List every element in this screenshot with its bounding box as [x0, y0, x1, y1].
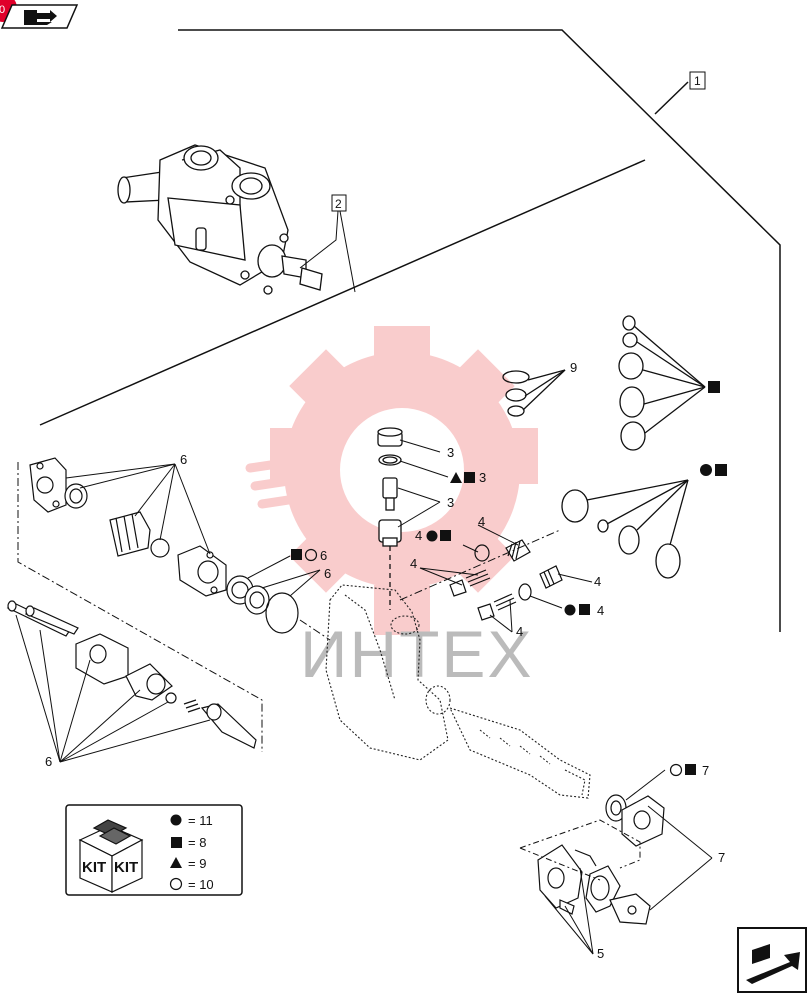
kit-symbol-square-2: [715, 464, 727, 476]
kit-symbol-square-6b: [291, 549, 302, 560]
spool-plug-3: [377, 427, 403, 610]
legend-circle-filled: [170, 814, 182, 826]
kit-symbol-square-7: [685, 764, 696, 775]
spool-cap-assembly-6: [29, 457, 299, 634]
callouts-4-leaders: [419, 524, 593, 633]
callouts-3-leaders: [397, 439, 449, 528]
watermark-gear-logo: [245, 326, 538, 635]
end-cap-centerline: [519, 819, 641, 881]
kit-symbol-square: [708, 381, 720, 393]
legend-square-filled: [171, 837, 182, 848]
kit-symbol-square-4b: [440, 530, 451, 541]
callout-1-label: 1: [694, 74, 701, 88]
callout-3a: 3: [447, 445, 454, 460]
bolts-and-plug-6: [6, 600, 257, 749]
kit-legend: KIT KIT = 11 = 8 = 9 = 10: [65, 804, 243, 896]
next-page-arrow-icon[interactable]: [737, 927, 807, 993]
callouts-6-leaders: [65, 463, 321, 597]
o-rings-9: [502, 369, 566, 417]
callout-7a: 7: [702, 763, 709, 778]
kit-label-right: KIT: [114, 859, 138, 876]
callout-6d: 6: [45, 754, 52, 769]
kit-symbol-circle-4b: [426, 530, 438, 542]
callout-4b: 4: [415, 528, 422, 543]
callout-6d-leaders: [15, 614, 211, 763]
kit-symbol-square-4e: [579, 604, 590, 615]
legend-row-4: = 10: [188, 877, 214, 892]
legend-row-1: = 11: [188, 813, 213, 828]
callout-6c: 6: [324, 566, 331, 581]
kit-symbol-circle-4e: [564, 604, 576, 616]
legend-row-2: = 8: [188, 835, 206, 850]
kit-symbol-circle-open-7: [669, 763, 683, 777]
notification-badge-count: 0: [0, 4, 5, 16]
kit-label-left: KIT: [82, 859, 106, 876]
kit-symbols-3b: [450, 472, 475, 483]
book-arrow-icon[interactable]: [0, 4, 79, 29]
callout-2-label: 2: [335, 197, 342, 211]
kit-box-icon: [78, 819, 144, 893]
callout-6a: 6: [180, 452, 187, 467]
callout-7b: 7: [718, 850, 725, 865]
callout-2: 2: [299, 194, 356, 293]
callout-4f: 4: [516, 624, 523, 639]
seal-rings-square-group: [618, 315, 706, 451]
assembly-frame-lines: [39, 29, 781, 632]
callout-3b: 3: [479, 470, 486, 485]
valve-body-assembly: [117, 144, 323, 295]
callout-4a: 4: [478, 514, 485, 529]
callouts-7-5-leaders: [544, 769, 713, 955]
kit-symbol-circle: [700, 464, 712, 476]
legend-circle-open: [169, 877, 183, 891]
watermark-text: ИНТЕХ: [300, 617, 533, 691]
assembly-centerline: [17, 462, 561, 752]
callout-4e: 4: [597, 603, 604, 618]
callout-6b: 6: [320, 548, 327, 563]
kit-symbol-circle-open-6b: [304, 548, 318, 562]
seal-rings-circle-square-group: [561, 479, 689, 579]
callout-9: 9: [570, 360, 577, 375]
ghost-valve-body: [325, 584, 591, 799]
callout-5: 5: [597, 946, 604, 961]
callout-4c: 4: [410, 556, 417, 571]
callout-3c: 3: [447, 495, 454, 510]
callout-4d: 4: [594, 574, 601, 589]
header-bar: 0: [0, 0, 79, 29]
callout-1: 1: [689, 71, 706, 90]
end-cap-assembly-7: [537, 794, 665, 925]
legend-triangle-filled: [170, 857, 182, 868]
legend-row-3: = 9: [188, 856, 206, 871]
